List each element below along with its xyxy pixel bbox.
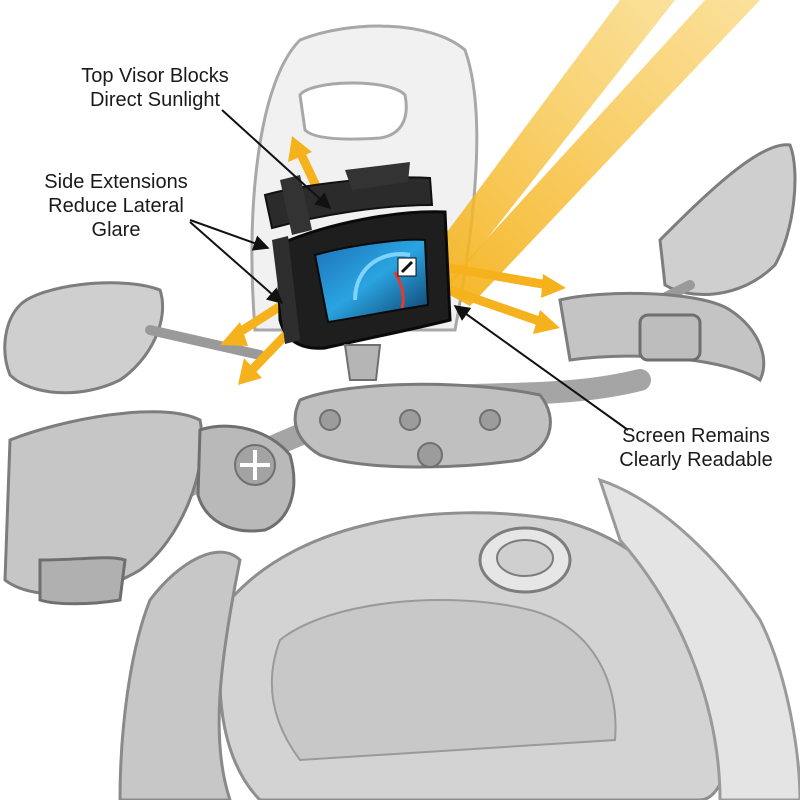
callout-top-visor-line1: Top Visor Blocks (81, 65, 229, 87)
pointer-side-lower (189, 221, 284, 305)
left-mirror (3, 281, 165, 395)
right-mirror (658, 143, 797, 296)
visor-mount-right (345, 162, 410, 190)
triple-clamp (293, 382, 552, 469)
side-extension (272, 236, 300, 344)
callout-side-extensions-line2: Reduce Lateral (48, 195, 184, 217)
pointer-top-visor (221, 109, 332, 210)
callout-top-visor: Top Visor Blocks Direct Sunlight (70, 64, 240, 112)
visor-mount-left (280, 175, 312, 235)
left-mirror-stem (145, 325, 265, 360)
callout-screen-line2: Clearly Readable (619, 449, 773, 471)
glare-arrow-right-lower (445, 285, 547, 327)
callout-side-extensions: Side Extensions Reduce Lateral Glare (36, 170, 196, 242)
callout-screen: Screen Remains Clearly Readable (608, 424, 784, 472)
sunlight-beam-1 (415, 0, 675, 292)
callout-top-visor-line2: Direct Sunlight (89, 89, 221, 111)
pointer-side-upper (189, 219, 270, 251)
left-grip (38, 556, 127, 606)
tank-panel (270, 599, 617, 762)
right-brake-reservoir (638, 313, 702, 362)
callout-side-extensions-line3: Glare (91, 219, 141, 241)
windshield-vent (298, 81, 408, 141)
screen-gauge (353, 252, 411, 301)
visor-display-unit (263, 162, 452, 381)
callout-screen-line1: Screen Remains (622, 425, 770, 447)
callout-side-extensions-line1: Side Extensions (44, 171, 188, 193)
right-fairing (597, 477, 800, 800)
mount-stem (343, 344, 382, 381)
callout-pointers (189, 109, 629, 431)
pointer-screen (453, 305, 629, 431)
sunlight-beam-2 (440, 0, 760, 306)
left-fairing (118, 550, 242, 800)
glare-arrow-right-upper (445, 263, 553, 290)
